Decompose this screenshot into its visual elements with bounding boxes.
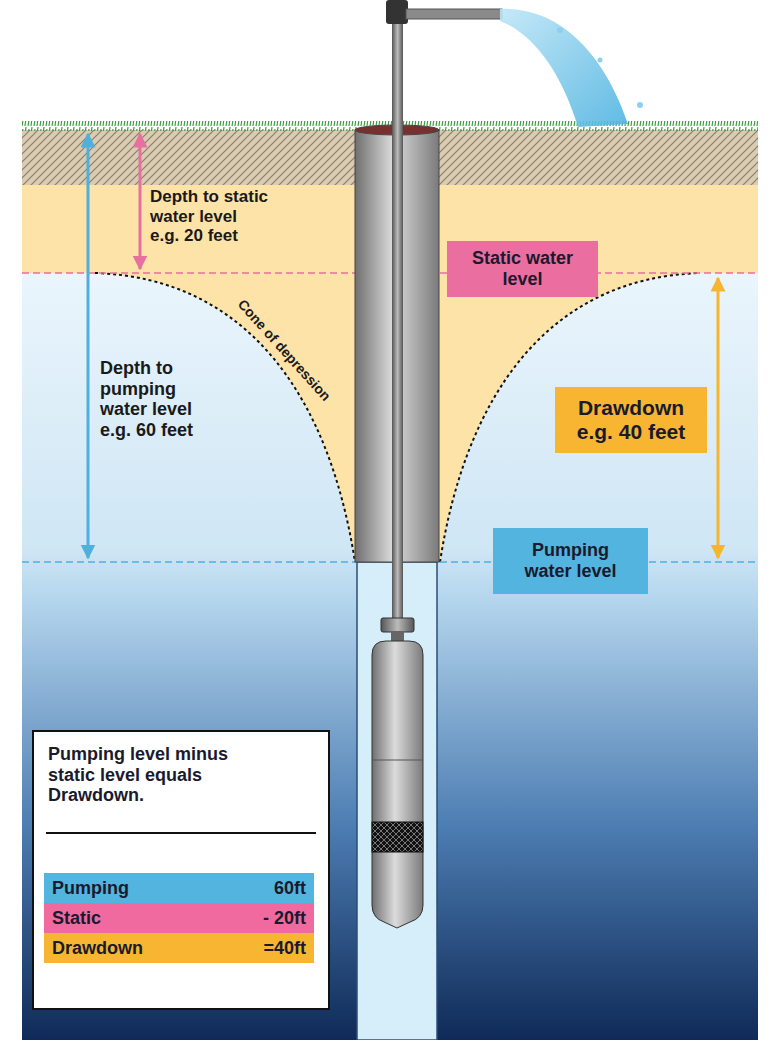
dimension-arrow (139, 134, 142, 269)
node-text: - 20ft (263, 908, 306, 929)
drawdown-tag: Drawdown e.g. 40 feet (555, 387, 707, 453)
level-tag: Pumping water level (493, 528, 648, 594)
depth-label: Depth to static water level e.g. 20 feet (150, 187, 269, 246)
depth-label: Depth to pumping water level e.g. 60 fee… (100, 358, 210, 441)
water-stream (500, 9, 628, 127)
water-drop (637, 102, 643, 108)
spout (406, 9, 502, 19)
node-text: Drawdown e.g. 40 feet (561, 396, 701, 444)
riser-pipe (392, 8, 403, 620)
cone-curve (95, 273, 355, 562)
node-text: Pumping level minus static level equals … (48, 744, 253, 806)
node-text: Pumping (52, 878, 129, 899)
pump-coupling (381, 618, 414, 632)
water-drop (557, 27, 563, 33)
pump-seam (372, 760, 423, 761)
node-text: Drawdown (52, 938, 143, 959)
water-drop (598, 58, 603, 63)
pipe-tee (386, 0, 408, 24)
value-band: Static - 20ft (44, 903, 314, 933)
formula-box: Pumping level minus static level equals … (32, 730, 330, 1010)
submersible-pump (372, 641, 423, 928)
node-text: Pumping water level (512, 540, 630, 581)
node-text: Static water level (453, 248, 592, 289)
pump-intake (372, 822, 423, 852)
value-band: Pumping 60ft (44, 873, 314, 903)
node-text: Static (52, 908, 101, 929)
well-screen (357, 562, 437, 1040)
level-tag: Static water level (447, 241, 598, 297)
value-band: Drawdown =40ft (44, 933, 314, 963)
dimension-arrow (87, 134, 90, 558)
dimension-arrow (717, 278, 720, 558)
divider-rule (46, 832, 316, 834)
node-text: 60ft (274, 878, 306, 899)
node-text: =40ft (263, 938, 306, 959)
